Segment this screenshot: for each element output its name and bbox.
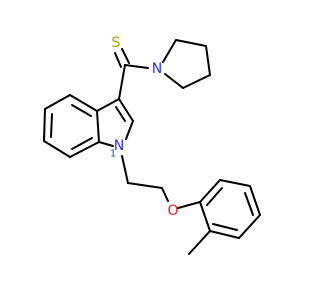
bond-c-s-double-b	[114, 52, 122, 68]
atom-label-layer: S N N 1 O	[110, 35, 179, 219]
bond-benz-4	[43, 140, 71, 158]
bond-benz-5-inner	[71, 137, 93, 150]
bond-tolyl-1	[199, 179, 221, 203]
bond-layer	[43, 39, 261, 255]
bond-benz-2	[44, 94, 71, 110]
bond-pyrrolidine-2	[175, 39, 207, 47]
bond-benz-5	[69, 141, 100, 158]
bond-ch2-ch2	[127, 182, 163, 189]
atom-label-pyrrolidine-nitrogen: N	[152, 61, 162, 77]
bond-ch2-o	[161, 187, 169, 202]
bond-tolyl-3	[249, 185, 261, 216]
bond-tolyl-6	[199, 201, 211, 232]
bond-pyrrolidine-4	[182, 74, 211, 89]
bond-c3-c2-inner	[115, 106, 126, 122]
bond-benz-1-inner	[71, 104, 92, 117]
bond-c-n-pyrrolidine	[124, 64, 149, 69]
atom-label-indole-nitrogen: N	[114, 138, 124, 154]
bond-benz-1	[69, 94, 98, 112]
bond-c3-c3a	[96, 98, 120, 112]
bond-c3a-c7a	[96, 110, 100, 143]
bond-tolyl-1-inner	[206, 187, 223, 206]
bond-c-s-double-a	[121, 48, 130, 64]
bond-tolyl-3-inner	[244, 192, 254, 216]
bond-n1-c7a	[98, 141, 114, 147]
atom-label-ether-oxygen: O	[167, 203, 178, 219]
bond-n1-ch2	[121, 155, 129, 184]
atom-label-indole-nitrogen-locant: 1	[110, 149, 116, 160]
bond-tolyl-4	[238, 214, 261, 239]
bond-methyl	[188, 230, 211, 255]
bond-benz-3	[43, 108, 46, 142]
molecule-structure: S N N 1 O	[43, 35, 261, 255]
bond-tolyl-5	[209, 230, 240, 239]
bond-benz-3-inner	[50, 113, 53, 138]
bond-pyrrolidine-1	[162, 39, 177, 63]
bond-pyrrolidine-5	[164, 73, 184, 89]
bond-c2-n1	[125, 120, 134, 140]
bond-tolyl-2	[219, 179, 251, 187]
atom-label-sulfur: S	[112, 35, 121, 51]
bond-c3-thiocarbonyl	[118, 64, 126, 100]
bond-c3-c2	[118, 98, 134, 122]
bond-tolyl-5-inner	[212, 223, 238, 231]
bond-pyrrolidine-3	[205, 45, 211, 76]
bond-o-aryl	[177, 201, 201, 209]
